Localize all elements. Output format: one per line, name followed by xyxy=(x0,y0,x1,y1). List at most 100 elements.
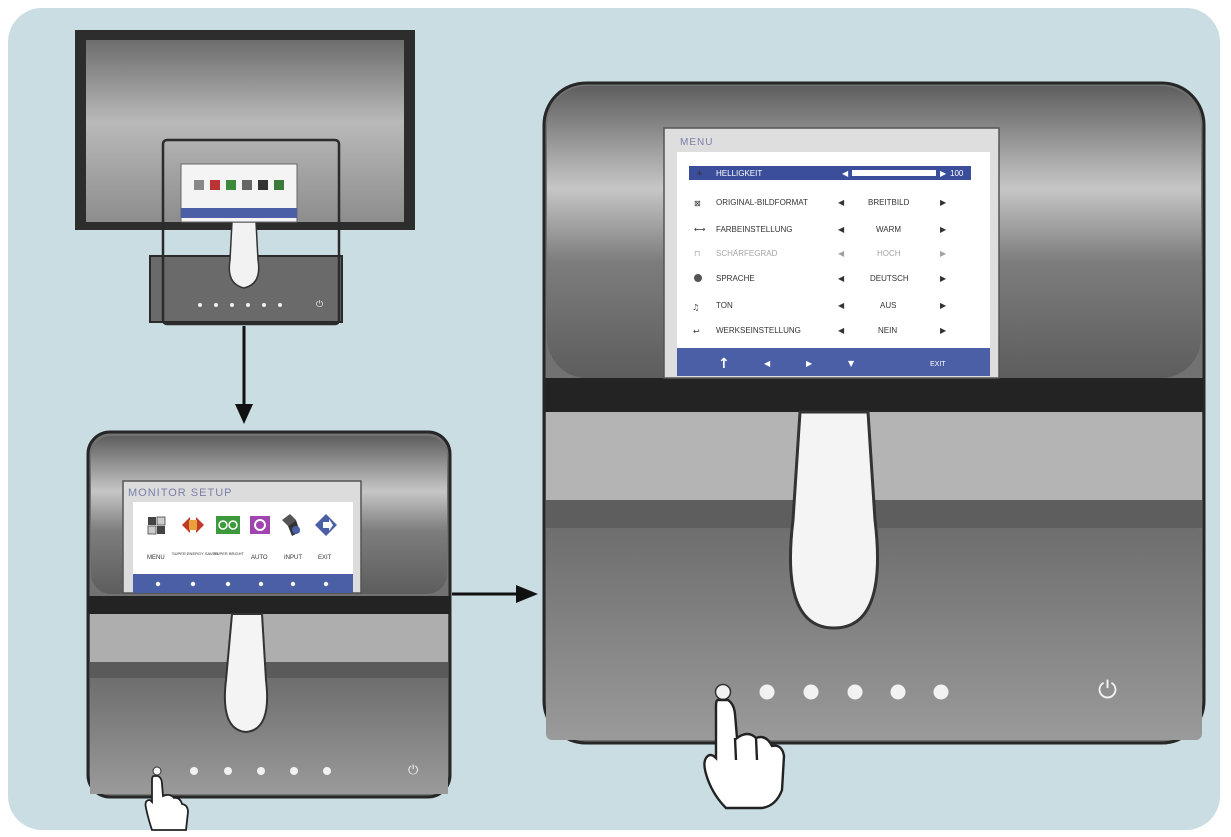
grid-icon xyxy=(147,516,166,535)
reset-icon: ↩ xyxy=(693,327,700,336)
front-button[interactable] xyxy=(323,767,331,775)
brightness-level-bar xyxy=(852,170,936,176)
power-icon-small[interactable]: ⏻ xyxy=(408,763,418,778)
monitor-setup-bar xyxy=(133,574,353,593)
menu-row-label: TON xyxy=(716,301,733,310)
color-icon: ⟷ xyxy=(694,225,706,234)
left-arrow-icon: ◀ xyxy=(838,274,845,283)
front-button[interactable] xyxy=(257,767,265,775)
menu-button-small[interactable] xyxy=(152,766,162,776)
overview-stand-neck xyxy=(228,221,260,289)
menu-row-value: HOCH xyxy=(877,249,901,258)
monitor-setup-osd: MONITOR SETUP xyxy=(122,480,362,594)
overview-button xyxy=(230,303,234,307)
front-button[interactable] xyxy=(933,684,949,700)
menu-row-sprache[interactable]: SPRACHE ◀ DEUTSCH ▶ xyxy=(694,274,947,283)
menu-row-werkseinstellung[interactable]: ↩ WERKSEINSTELLUNG ◀ NEIN ▶ xyxy=(693,326,947,336)
left-arrow-icon: ◀ xyxy=(842,169,849,178)
overview-icon xyxy=(210,180,220,190)
osd-item-label: AUTO xyxy=(251,555,268,561)
overview-button xyxy=(246,303,250,307)
small-front-buttons xyxy=(152,766,331,776)
menu-row-farbeinstellung[interactable]: ⟷ FARBEINSTELLUNG ◀ WARM ▶ xyxy=(694,225,947,234)
left-arrow-icon: ◀ xyxy=(838,225,845,234)
overview-monitor: ⏻ xyxy=(75,30,415,326)
arrow-down xyxy=(235,326,253,424)
osd-item-label: MENU xyxy=(147,555,165,561)
large-bezel-bottom xyxy=(545,378,1203,412)
small-base xyxy=(90,678,448,794)
brightness-icon: ☀ xyxy=(696,169,703,178)
menu-row-value: NEIN xyxy=(878,326,897,335)
small-gap xyxy=(90,614,448,662)
menu-row-label: SCHÄRFEGRAD xyxy=(716,249,778,258)
zoom-frame xyxy=(161,138,341,326)
overview-osd-icons xyxy=(194,180,284,190)
right-arrow-icon[interactable]: ▶ xyxy=(806,359,813,368)
overview-icon xyxy=(274,180,284,190)
input-icon xyxy=(282,514,300,536)
menu-title: MENU xyxy=(680,137,713,148)
menu-row-highlight xyxy=(689,166,971,180)
overview-buttons xyxy=(198,303,282,307)
menu-row-label: FARBEINSTELLUNG xyxy=(716,225,792,234)
menu-row-label: SPRACHE xyxy=(716,274,755,283)
front-button[interactable] xyxy=(224,767,232,775)
menu-footer-bar xyxy=(677,348,990,376)
exit-label[interactable]: EXIT xyxy=(930,361,946,368)
large-stand-neck xyxy=(789,410,879,630)
menu-row-schaerfegrad[interactable]: ⊓ SCHÄRFEGRAD ◀ HOCH ▶ xyxy=(694,249,947,258)
overview-button xyxy=(278,303,282,307)
zoomed-monitor-large: MENU ☀ HELLIGKEIT ◀ ▶ 100 ⊠ ORIGINAL-BIL… xyxy=(542,81,1206,810)
right-arrow-icon: ▶ xyxy=(940,326,947,335)
brightness-level-value: 100 xyxy=(950,169,964,178)
overview-button xyxy=(262,303,266,307)
glasses-icon xyxy=(216,516,240,534)
menu-row-value: BREITBILD xyxy=(868,198,910,207)
menu-row-ton[interactable]: ♫ TON ◀ AUS ▶ xyxy=(692,301,947,312)
osd-item-label: INPUT xyxy=(284,555,302,561)
large-front-buttons xyxy=(714,683,949,701)
right-arrow-icon: ▶ xyxy=(940,198,947,207)
power-icon-large[interactable]: ⏻ xyxy=(1098,676,1117,704)
front-button[interactable] xyxy=(190,767,198,775)
menu-row-helligkeit[interactable]: ☀ HELLIGKEIT ◀ ▶ 100 xyxy=(689,166,971,180)
up-arrow-icon[interactable]: ↑ xyxy=(718,356,730,372)
language-icon xyxy=(694,274,702,282)
left-arrow-icon: ◀ xyxy=(838,249,845,258)
overview-icon xyxy=(242,180,252,190)
sharpness-icon: ⊓ xyxy=(694,249,700,258)
zoomed-monitor-small: MONITOR SETUP xyxy=(86,430,452,831)
monitor-setup-body xyxy=(133,502,353,574)
down-arrow-icon[interactable]: ▼ xyxy=(848,359,855,368)
left-arrow-icon: ◀ xyxy=(838,301,845,310)
front-button[interactable] xyxy=(290,767,298,775)
overview-power-icon: ⏻ xyxy=(316,299,323,310)
left-arrow-icon: ◀ xyxy=(838,198,845,207)
menu-row-original-bildformat[interactable]: ⊠ ORIGINAL-BILDFORMAT ◀ BREITBILD ▶ xyxy=(694,198,947,208)
overview-icon xyxy=(258,180,268,190)
left-arrow-icon[interactable]: ◀ xyxy=(764,359,771,368)
osd-item-label: SUPER ENERGY SAVER xyxy=(172,551,218,556)
osd-item-label: SUPER BRIGHT xyxy=(214,551,245,556)
monitor-setup-title: MONITOR SETUP xyxy=(128,487,232,499)
menu-button-large[interactable] xyxy=(714,683,732,701)
front-button[interactable] xyxy=(803,684,819,700)
pointing-hand-icon-large xyxy=(703,698,786,810)
front-button[interactable] xyxy=(847,684,863,700)
menu-row-value: DEUTSCH xyxy=(870,274,909,283)
pointing-hand-icon-small xyxy=(144,775,189,831)
overview-button xyxy=(198,303,202,307)
front-button[interactable] xyxy=(890,684,906,700)
aspect-icon: ⊠ xyxy=(694,199,701,208)
exit-icon xyxy=(315,514,337,536)
front-button[interactable] xyxy=(759,684,775,700)
small-bezel-bottom xyxy=(88,596,450,614)
osd-bar-dots xyxy=(155,581,329,587)
right-arrow-icon: ▶ xyxy=(940,274,947,283)
music-note-icon: ♫ xyxy=(692,303,699,312)
arrow-right xyxy=(452,585,538,603)
right-arrow-icon: ▶ xyxy=(940,169,947,178)
osd-item-label: EXIT xyxy=(318,555,332,561)
